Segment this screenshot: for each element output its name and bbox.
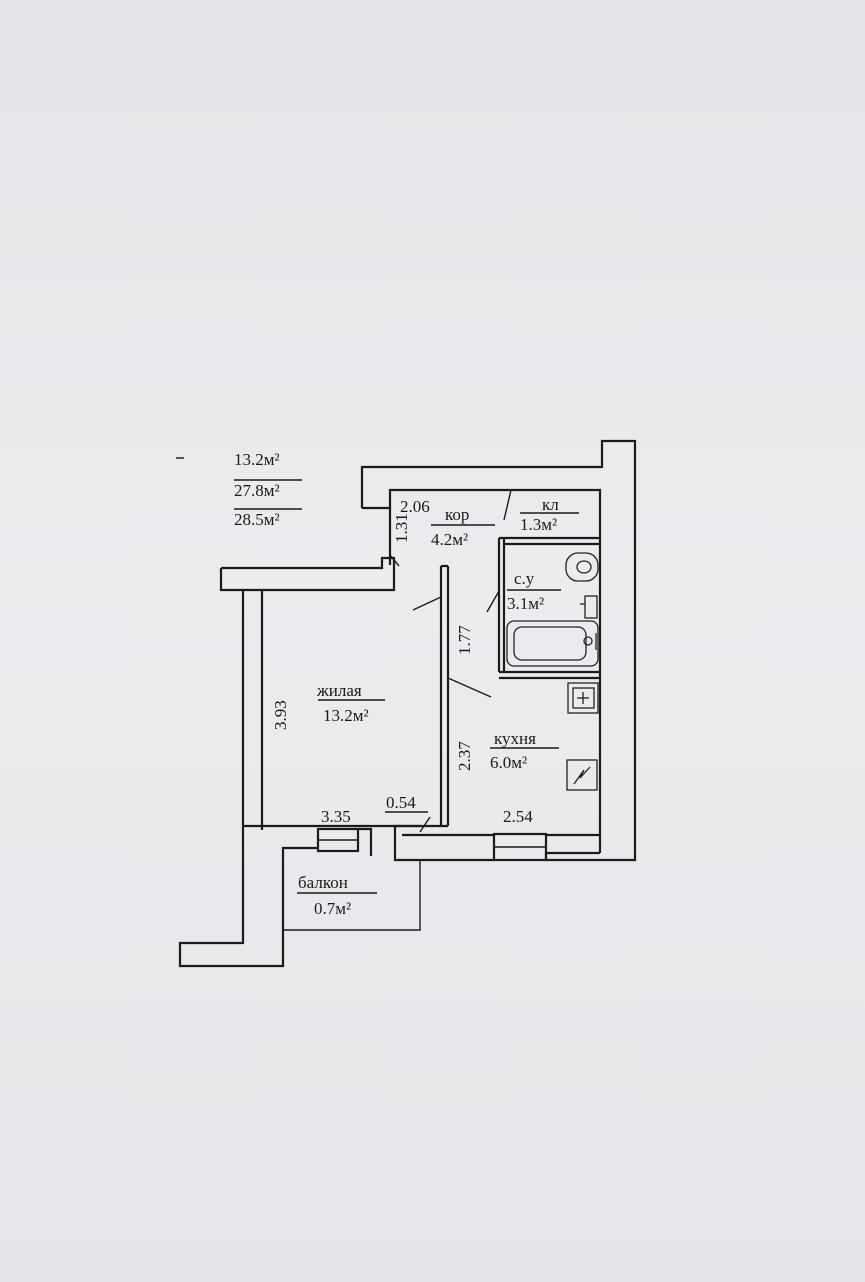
door-swing-kitchen	[447, 677, 492, 698]
pantry-area: 1.3м²	[520, 515, 557, 534]
bathroom-name: с.у	[514, 569, 535, 588]
outer-walls	[178, 439, 637, 968]
balcony-name: балкон	[298, 873, 348, 892]
dim-kitchen-width: 2.54	[503, 807, 533, 826]
living-area-total: 13.2м²	[234, 450, 280, 469]
corridor-area: 4.2м²	[431, 530, 468, 549]
dim-corridor-depth: 1.31	[392, 513, 411, 543]
dim-living-height: 3.93	[271, 700, 290, 730]
dim-corridor-width: 2.06	[400, 497, 430, 516]
dim-living-width: 3.35	[321, 807, 351, 826]
living-room-name: жилая	[316, 681, 362, 700]
interior-walls	[389, 489, 600, 833]
door-swing-living	[412, 596, 442, 611]
dim-balcony-door: 0.54	[386, 793, 416, 812]
dim-bath-partition: 1.77	[455, 625, 474, 655]
water-heater-icon	[565, 552, 599, 582]
corridor-name: кор	[445, 505, 469, 524]
dim-kitchen-height: 2.37	[455, 741, 474, 771]
balcony-area: 0.7м²	[314, 899, 351, 918]
total-area: 28.5м²	[234, 510, 280, 529]
bathroom-area: 3.1м²	[507, 594, 544, 613]
living-room-area: 13.2м²	[323, 706, 369, 725]
sink-icon	[567, 682, 599, 714]
kitchen-area: 6.0м²	[490, 753, 527, 772]
pantry-name: кл	[542, 495, 559, 514]
stove-icon	[566, 759, 598, 791]
washbasin-icon	[580, 595, 598, 619]
bathtub-icon	[506, 620, 599, 667]
useful-area-total: 27.8м²	[234, 481, 280, 500]
toilet-icon	[583, 633, 597, 650]
kitchen-name: кухня	[494, 729, 536, 748]
area-summary: 13.2м² 27.8м² 28.5м²	[234, 450, 302, 529]
